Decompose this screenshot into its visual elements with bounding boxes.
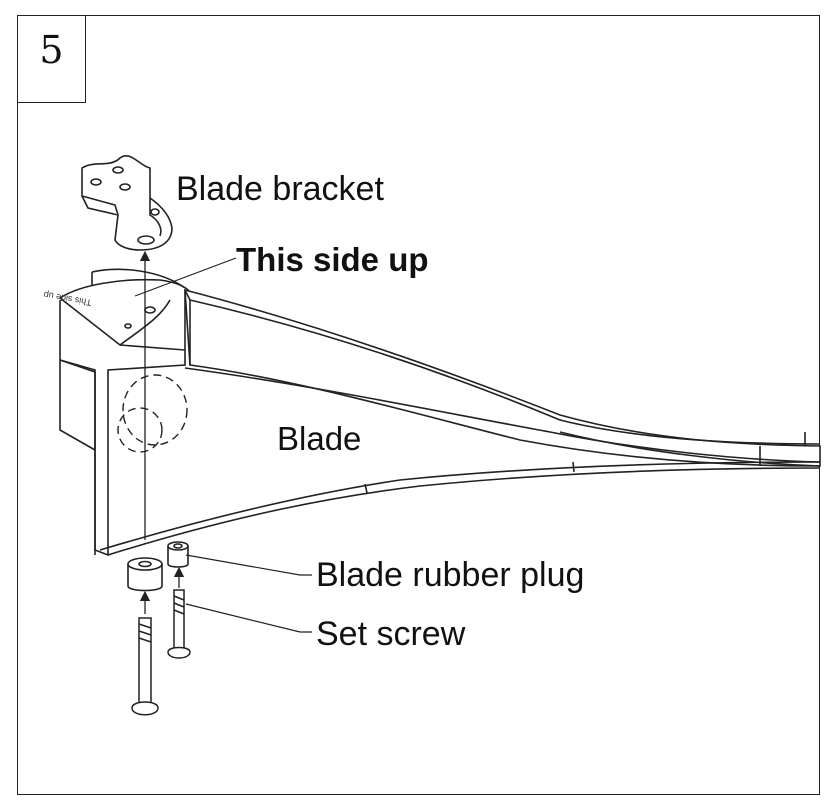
blade-bracket [81, 155, 173, 251]
blade-bracket-label: Blade bracket [176, 170, 384, 208]
blade-rubber-plug-small [167, 541, 189, 568]
leader-lines [134, 257, 312, 633]
step-number: 5 [39, 28, 64, 72]
engraved-side-up-text: This side up [43, 290, 93, 308]
step-number-box [17, 15, 86, 103]
this-side-up-label: This side up [236, 241, 429, 278]
assembly-arrows [139, 250, 185, 614]
hidden-bore-outline [117, 374, 188, 453]
blade-rubber-plug-label: Blade rubber plug [316, 556, 585, 594]
blade [59, 268, 821, 557]
blade-rubber-plug [127, 557, 163, 592]
set-screw-short [167, 589, 191, 659]
set-screw-label: Set screw [316, 615, 466, 653]
blade-label: Blade [277, 420, 362, 457]
set-screw-long [131, 617, 159, 716]
